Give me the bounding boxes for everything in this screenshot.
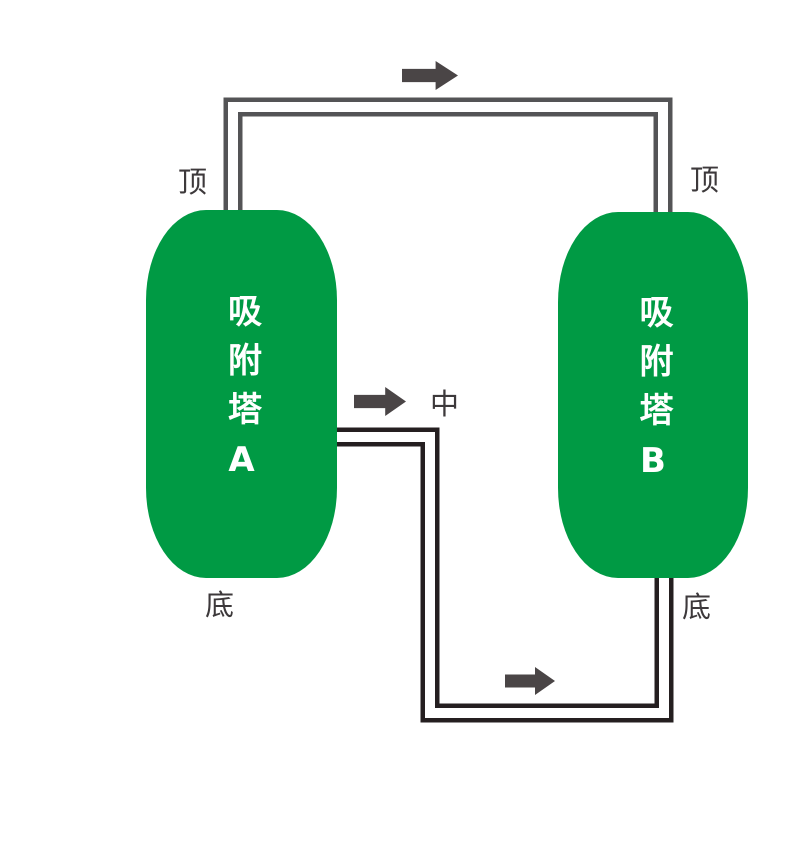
tower-a-label: 吸附塔A (221, 293, 262, 495)
tower-a-mid-port-label: 中 (430, 387, 460, 421)
adsorption-tower-a: 吸附塔A (146, 210, 337, 578)
tower-a-top-port-label: 顶 (178, 165, 208, 199)
middle-bottom-pipe (326, 427, 674, 723)
tower-b-top-port-label: 顶 (690, 163, 720, 197)
top-pipe (223, 97, 673, 234)
tower-b-bottom-port-label: 底 (682, 590, 712, 624)
tower-b-label: 吸附塔B (633, 294, 673, 496)
adsorption-tower-b: 吸附塔B (558, 212, 748, 578)
tower-a-bottom-port-label: 底 (205, 588, 235, 622)
